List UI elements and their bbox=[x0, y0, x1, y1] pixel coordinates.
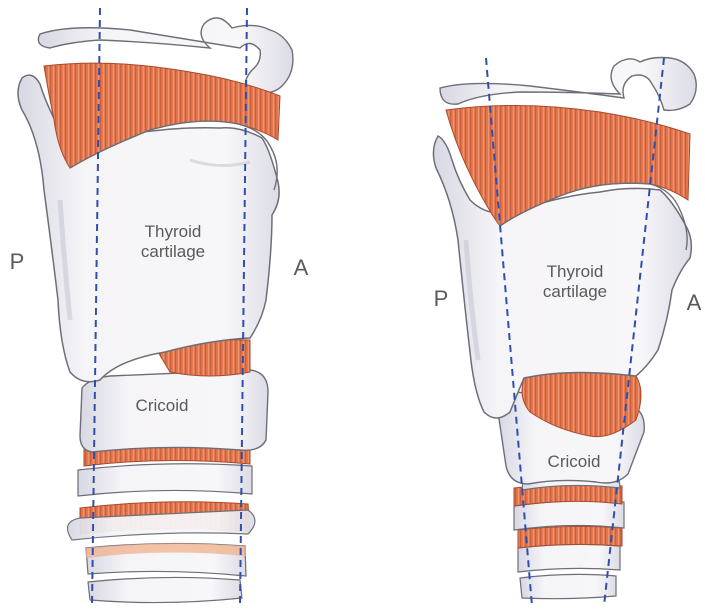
left-larynx bbox=[18, 8, 293, 606]
right-larynx bbox=[433, 58, 696, 607]
right-thyroid-upper-rim bbox=[440, 58, 696, 111]
right-anterior-label: A bbox=[684, 290, 704, 315]
right-thyroid-label-line1: Thyroid bbox=[520, 262, 630, 282]
left-cricoid-label: Cricoid bbox=[112, 396, 212, 416]
left-thyroid-label-line2: cartilage bbox=[118, 242, 228, 262]
left-anterior-label: A bbox=[290, 255, 312, 280]
right-posterior-label: P bbox=[430, 286, 452, 311]
right-cricoid-label: Cricoid bbox=[524, 452, 624, 472]
left-thyroid-label-line1: Thyroid bbox=[118, 222, 228, 242]
left-thyroid-label: Thyroid cartilage bbox=[118, 222, 228, 261]
left-tracheal-rings bbox=[68, 435, 256, 602]
right-thyroid-label: Thyroid cartilage bbox=[520, 262, 630, 301]
right-thyroid-label-line2: cartilage bbox=[520, 282, 630, 302]
left-posterior-label: P bbox=[6, 249, 28, 274]
